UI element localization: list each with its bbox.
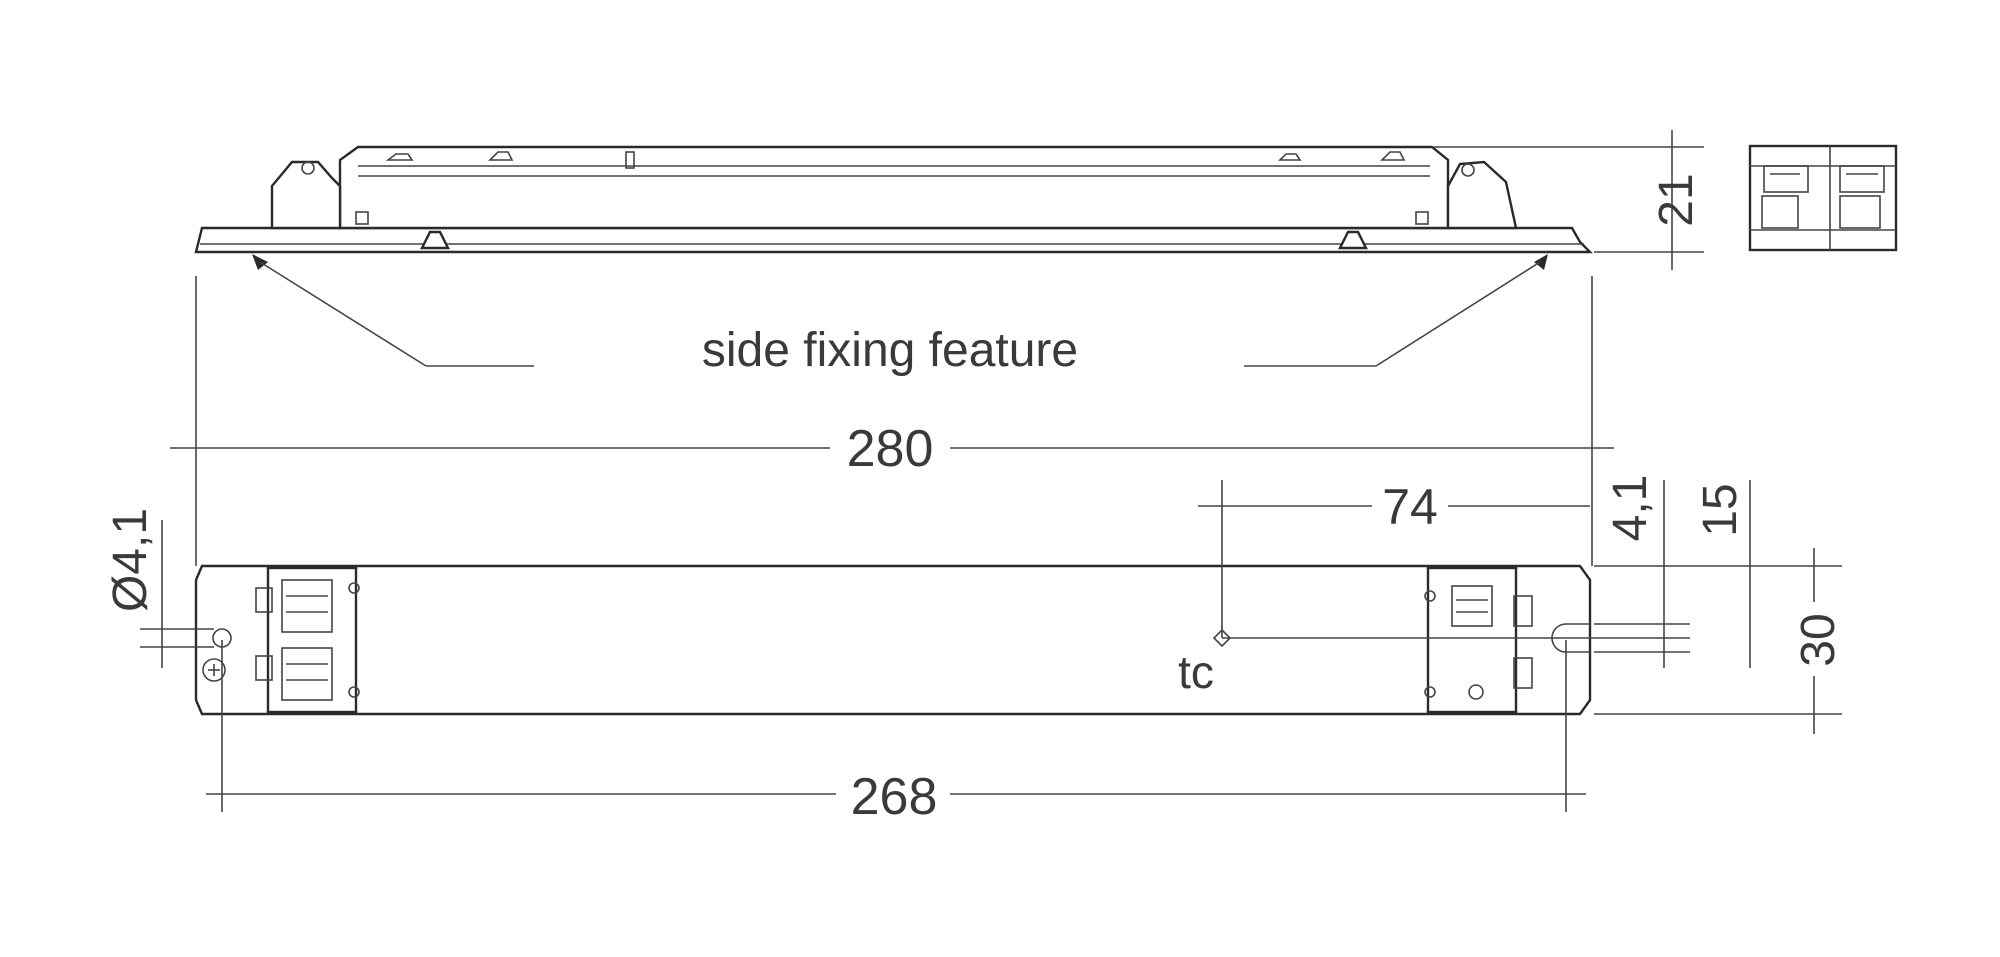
dim-height-to-tc-label: 15 (1694, 483, 1747, 536)
dim-overall-length-label: 280 (847, 420, 934, 478)
dim-hole-offset-label: 4,1 (1604, 475, 1657, 542)
tc-marker-label: tc (1178, 646, 1214, 698)
dim-hole-diameter-lines (140, 520, 214, 668)
dim-mounting-distance-lines (206, 640, 1586, 812)
dim-overall-length-lines (170, 276, 1614, 566)
plan-view (194, 564, 1592, 716)
dim-tc-offset-label: 74 (1382, 479, 1438, 535)
side-view (194, 145, 1593, 367)
dim-width-label: 30 (1792, 613, 1845, 666)
side-fixing-label: side fixing feature (702, 324, 1078, 377)
dim-tc-offset-lines (1198, 480, 1590, 638)
dim-mounting-distance-label: 268 (851, 768, 938, 826)
dim-hole-offset-lines (1222, 480, 1751, 668)
dim-height-lines (1434, 130, 1704, 270)
dim-width-lines (1594, 548, 1842, 734)
dim-height-label: 21 (1650, 173, 1703, 226)
end-view (1748, 144, 1898, 252)
dim-hole-diameter-label: Ø4,1 (104, 508, 157, 612)
